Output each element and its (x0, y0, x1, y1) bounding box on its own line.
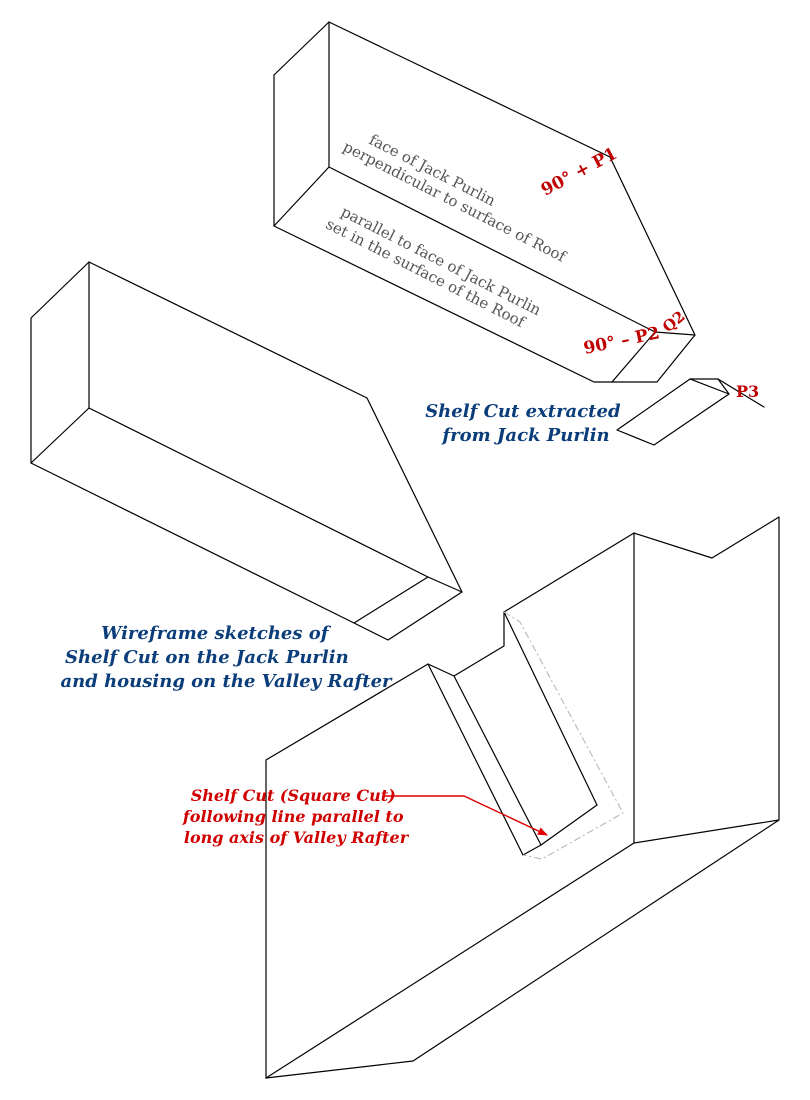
shelf-square-cut-caption: Shelf Cut (Square Cut) following line pa… (182, 786, 410, 847)
jack-purlin-outline (273, 21, 696, 383)
wireframe-caption-line-2: Shelf Cut on the Jack Purlin (65, 647, 349, 668)
wireframe-caption: Wireframe sketches of Shelf Cut on the J… (60, 623, 393, 692)
shelf-cut-outline (616, 378, 730, 446)
housing-left-edge (427, 663, 524, 856)
shelf-extracted-line-2: from Jack Purlin (440, 425, 609, 446)
left-block-outline (30, 261, 463, 641)
left-block-end-edge-2 (353, 576, 429, 624)
housing-right-edge (503, 611, 598, 806)
housing-bottom-edge-1 (522, 844, 542, 856)
angle-p3-label: P3 (736, 382, 759, 401)
shelf-cut-inner-edge (689, 378, 730, 395)
shelf-cut-leader-arrow (383, 795, 548, 836)
jack-purlin-end-edge-1 (654, 331, 696, 336)
face-parallel-label: parallel to face of Jack Purlin set in t… (323, 199, 548, 338)
valley-rafter-back-bottom (633, 819, 780, 844)
valley-rafter-long-edge (265, 842, 635, 1079)
left-block-end-edge-1 (427, 576, 463, 593)
extracted-shelf-cut (616, 378, 765, 446)
housing-bottom-edge-2 (540, 804, 598, 846)
housing-hidden-edge (503, 611, 624, 860)
shelf-cut-angle-line (717, 378, 765, 408)
shelf-extracted-line-1: Shelf Cut extracted (425, 401, 621, 422)
jack-purlin-end-edge-2 (611, 331, 656, 383)
wireframe-caption-line-3: and housing on the Valley Rafter (60, 671, 393, 692)
left-block-middle-edge (30, 407, 90, 464)
shelf-extracted-caption: Shelf Cut extracted from Jack Purlin (425, 401, 627, 446)
wireframe-caption-line-1: Wireframe sketches of (101, 623, 332, 644)
left-block-ridge-edge (88, 407, 429, 578)
housing-inner-edge (453, 675, 542, 846)
jack-purlin-left-block (30, 261, 463, 641)
valley-rafter (265, 516, 780, 1079)
shelf-square-cut-line-2: following line parallel to (182, 807, 404, 826)
angle-p2-label: 90° – P2 (582, 323, 662, 359)
jack-purlin-ridge-edge (328, 166, 656, 333)
jack-purlin-top-block (273, 21, 696, 383)
shelf-square-cut-line-1: Shelf Cut (Square Cut) (191, 786, 396, 805)
valley-rafter-outline (265, 516, 780, 1079)
shelf-square-cut-line-3: long axis of Valley Rafter (184, 828, 410, 847)
angle-p1-label: 90° + P1 (538, 144, 621, 201)
jack-purlin-middle-edge (273, 166, 330, 227)
